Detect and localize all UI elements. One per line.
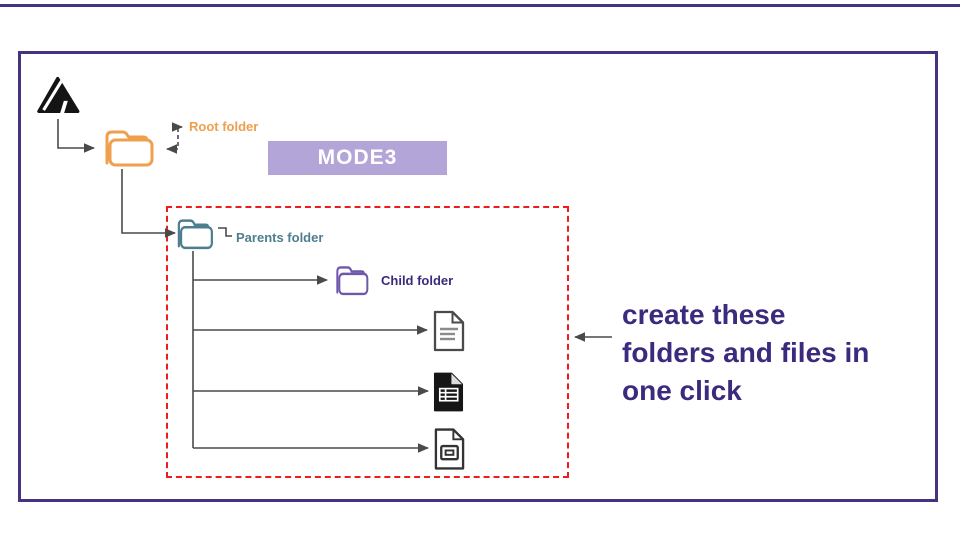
parents-folder-label: Parents folder	[236, 230, 324, 245]
annotation-text: create these folders and files in one cl…	[622, 296, 932, 410]
child-folder-label: Child folder	[381, 273, 454, 288]
annotation-line: create these	[622, 299, 786, 330]
root-folder-icon	[98, 124, 160, 170]
parents-folder-icon	[173, 214, 217, 252]
root-folder-label: Root folder	[189, 119, 259, 134]
google-slides-icon	[434, 428, 465, 470]
mode-badge: MODE3	[268, 141, 447, 175]
selection-box	[166, 206, 569, 478]
annotation-line: one click	[622, 375, 742, 406]
google-docs-icon	[433, 310, 465, 352]
top-accent-rule	[0, 4, 960, 7]
google-drive-icon	[37, 76, 80, 115]
google-sheets-icon	[433, 372, 464, 412]
annotation-line: folders and files in	[622, 337, 870, 368]
child-folder-icon	[332, 261, 372, 298]
